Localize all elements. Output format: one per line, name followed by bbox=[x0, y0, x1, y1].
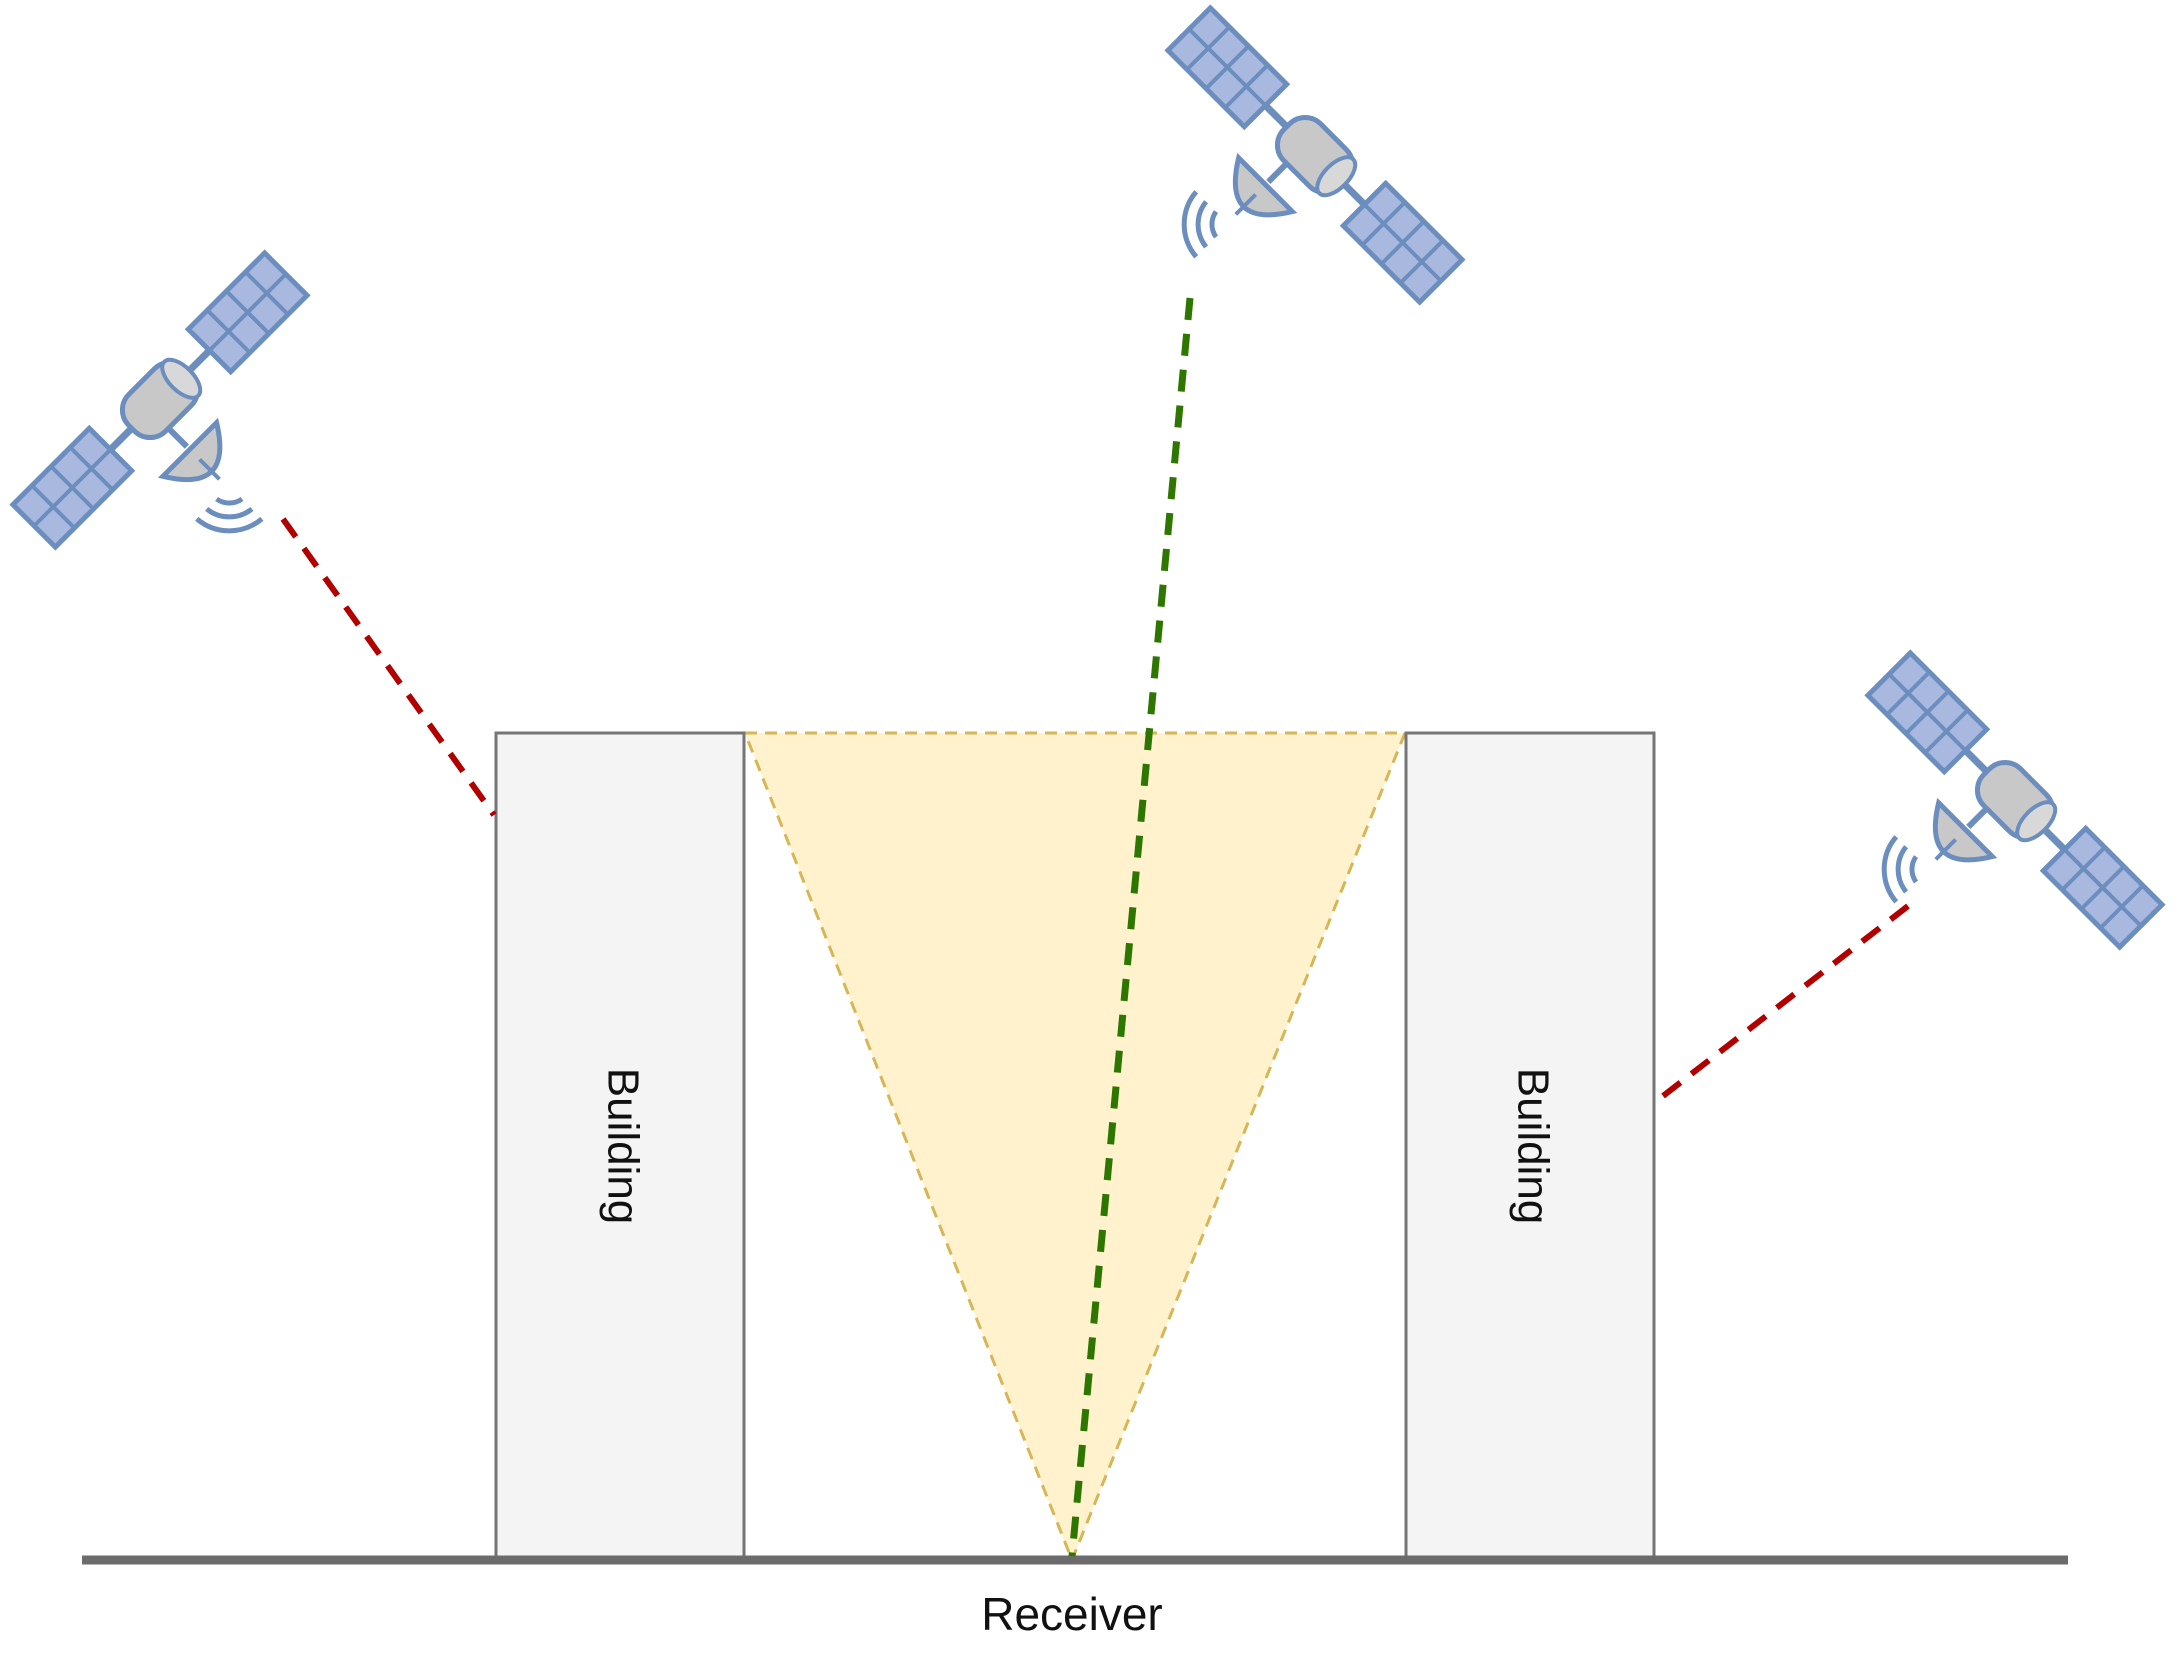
blocked-signal-left bbox=[280, 517, 497, 817]
blocked-signal-right bbox=[1652, 903, 1910, 1106]
satellite-icon bbox=[1779, 653, 2162, 1036]
left-building bbox=[494, 731, 746, 1562]
satellite-icon bbox=[13, 253, 396, 636]
right-building-label: Building bbox=[1508, 1068, 1557, 1225]
line-of-sight-signal bbox=[1068, 297, 1194, 1557]
visibility-cone bbox=[742, 731, 1408, 1565]
right-building bbox=[1404, 731, 1656, 1562]
receiver-label: Receiver bbox=[981, 1588, 1163, 1640]
satellite-icon bbox=[1079, 8, 1462, 391]
left-building-label: Building bbox=[598, 1068, 647, 1225]
